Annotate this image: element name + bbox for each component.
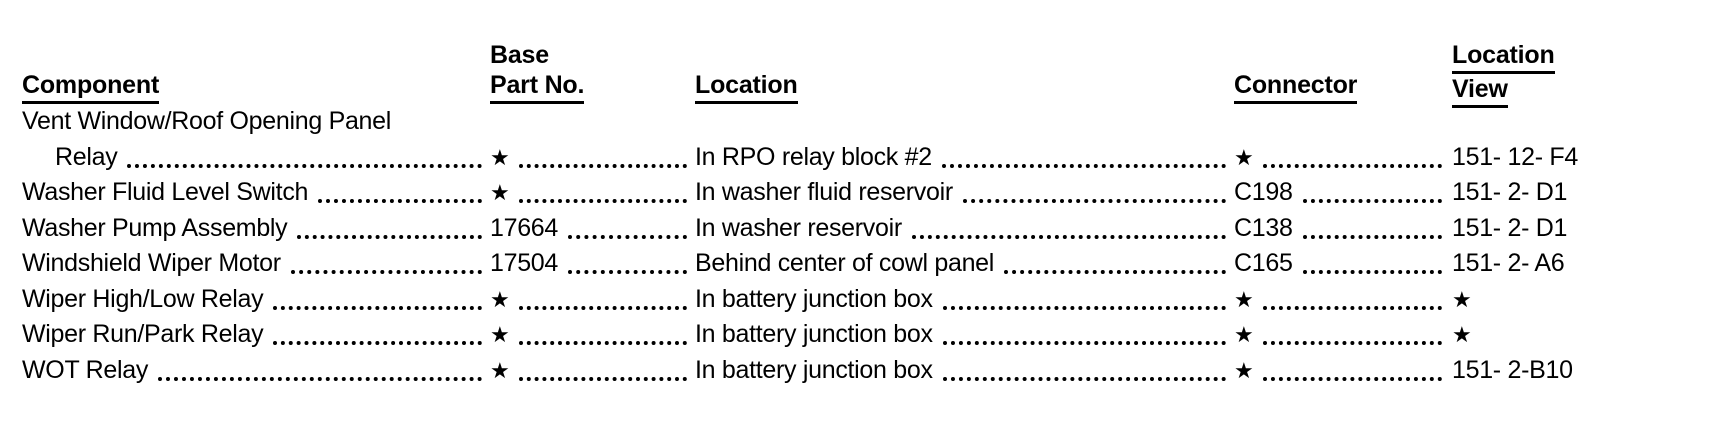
leader-dots (1263, 341, 1442, 345)
leader-dots (1302, 270, 1442, 274)
column-header-component: Component (22, 70, 159, 104)
leader-dots (519, 376, 687, 381)
leader-dots (1263, 163, 1442, 168)
cell-location-view: ★ (1452, 322, 1472, 347)
cell-connector: ★ (1234, 144, 1254, 170)
leader-dots (519, 305, 687, 310)
leader-dots (127, 163, 482, 168)
leader-dots (1004, 270, 1226, 274)
cell-component: Wiper High/Low Relay (22, 284, 264, 313)
cell-part-no: ★ (490, 322, 510, 347)
cell-component: WOT Relay (22, 355, 149, 384)
cell-location: In RPO relay block #2 (695, 142, 932, 171)
leader-dots (1263, 305, 1442, 310)
cell-location-view: 151- 2- D1 (1452, 178, 1568, 206)
cell-location: In battery junction box (695, 320, 933, 348)
table-row: Relay ★ In RPO relay block #2 ★ 151- 12- F4 (0, 140, 1714, 176)
cell-part-no: 17664 (490, 213, 559, 242)
cell-part-no: ★ (490, 180, 510, 205)
column-header-location-view-line1: Location (1452, 40, 1555, 74)
cell-connector: ★ (1234, 357, 1254, 383)
leader-dots (158, 376, 482, 381)
column-header-location-view-line2: View (1452, 74, 1508, 108)
leader-dots (941, 163, 1226, 168)
cell-part-no: ★ (490, 144, 510, 170)
column-header-connector: Connector (1234, 70, 1357, 104)
cell-component: Relay (55, 142, 118, 171)
leader-dots (568, 234, 687, 239)
leader-dots (962, 199, 1226, 203)
leader-dots (519, 341, 687, 345)
cell-part-no: ★ (490, 286, 510, 312)
cell-connector: ★ (1234, 286, 1254, 312)
cell-location: In battery junction box (695, 284, 933, 313)
leader-dots (942, 305, 1226, 310)
cell-connector: C138 (1234, 213, 1293, 242)
table-header: Component Base Part No. Location Connect… (0, 22, 1714, 108)
table-row: WOT Relay ★ In battery junction box ★ 151- 2… (0, 353, 1714, 389)
table-row: Wiper High/Low Relay ★ In battery junction… (0, 282, 1714, 318)
cell-connector: C198 (1234, 178, 1293, 206)
cell-component: Windshield Wiper Motor (22, 249, 281, 277)
leader-dots (273, 341, 482, 345)
cell-part-no: 17504 (490, 249, 559, 277)
leader-dots (297, 234, 482, 239)
column-header-location-view: Location View (1452, 40, 1555, 108)
leader-dots (519, 199, 687, 203)
leader-dots (942, 341, 1226, 345)
table-row: Wiper Run/Park Relay ★ In battery junction… (0, 317, 1714, 353)
cell-location-view: ★ (1452, 286, 1472, 312)
table-row: Washer Pump Assembly 17664 In washer reser… (0, 211, 1714, 247)
cell-location: In washer reservoir (695, 213, 902, 242)
cell-connector: ★ (1234, 322, 1254, 347)
leader-dots (1302, 199, 1442, 203)
column-header-component-label: Component (22, 70, 159, 104)
cell-part-no: ★ (490, 357, 510, 383)
cell-component: Wiper Run/Park Relay (22, 320, 264, 348)
leader-dots (568, 270, 687, 274)
cell-location-view: 151- 12- F4 (1452, 142, 1578, 171)
table-row: Vent Window/Roof Opening Panel (0, 104, 1714, 140)
column-header-connector-label: Connector (1234, 70, 1357, 104)
leader-dots (519, 163, 687, 168)
leader-dots (942, 376, 1226, 381)
column-header-base-line2: Part No. (490, 70, 584, 104)
leader-dots (1302, 234, 1442, 239)
table-row: Windshield Wiper Motor 17504 Behind center… (0, 246, 1714, 282)
leader-dots (1263, 376, 1442, 381)
cell-component: Washer Fluid Level Switch (22, 178, 309, 206)
column-header-base-part-no: Base Part No. (490, 40, 584, 104)
leader-dots (290, 270, 482, 274)
cell-component: Vent Window/Roof Opening Panel (22, 107, 392, 135)
cell-location-view: 151- 2- D1 (1452, 213, 1568, 242)
column-header-base-line1: Base (490, 41, 549, 69)
column-header-location: Location (695, 70, 798, 104)
cell-component: Washer Pump Assembly (22, 213, 288, 242)
table-row: Washer Fluid Level Switch ★ In washer flui… (0, 175, 1714, 211)
cell-location-view: 151- 2- A6 (1452, 249, 1565, 277)
cell-connector: C165 (1234, 249, 1293, 277)
cell-location: Behind center of cowl panel (695, 249, 995, 277)
column-header-location-label: Location (695, 70, 798, 104)
cell-location: In washer fluid reservoir (695, 178, 953, 206)
cell-location-view: 151- 2-B10 (1452, 355, 1573, 384)
leader-dots (911, 234, 1226, 239)
leader-dots (273, 305, 482, 310)
cell-location: In battery junction box (695, 355, 933, 384)
leader-dots (318, 199, 482, 203)
